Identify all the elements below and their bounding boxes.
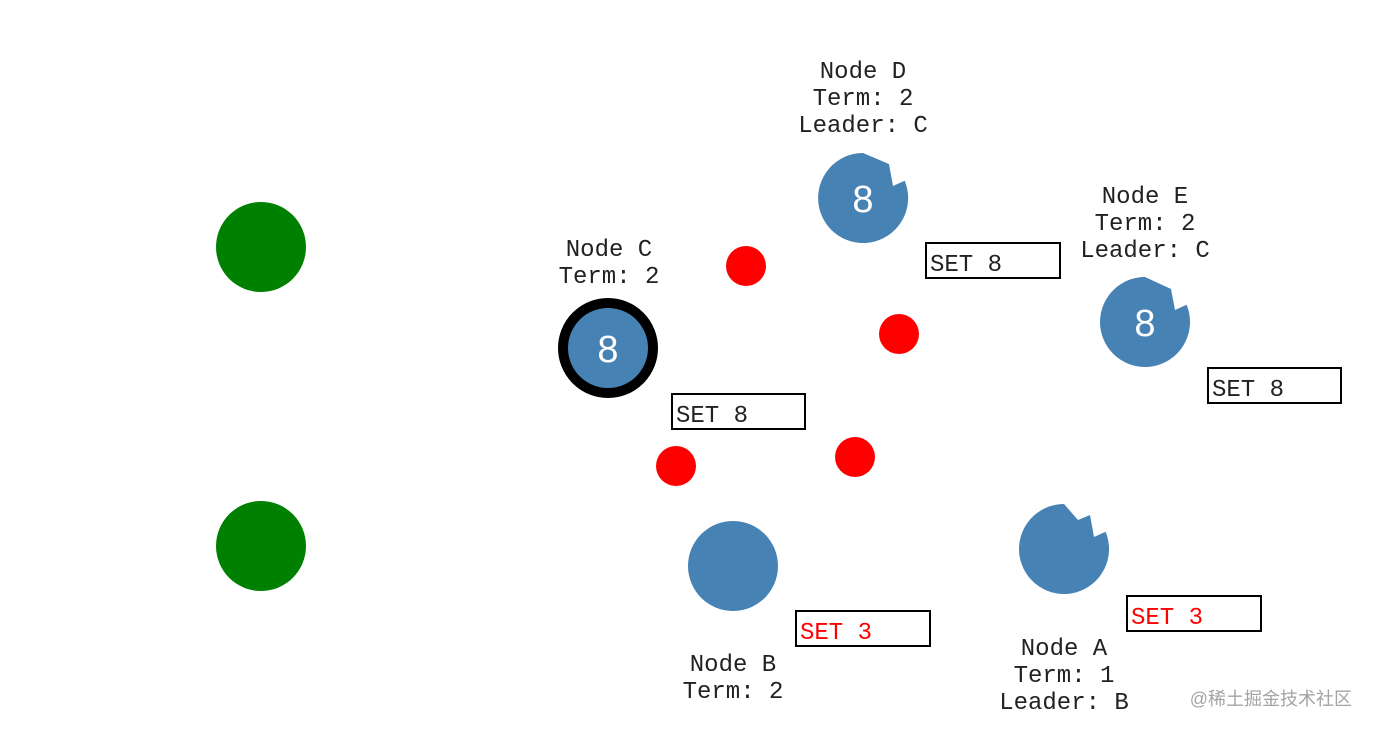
node-b-name: Node B	[690, 652, 776, 679]
watermark: @稀土掘金技术社区	[1190, 689, 1352, 709]
node-b: SET 3 Node B Term: 2	[683, 521, 931, 706]
node-b-circle	[688, 521, 778, 611]
node-c-term: Term: 2	[559, 264, 660, 291]
node-e-value: 8	[1134, 303, 1155, 345]
node-a-circle	[1019, 504, 1110, 594]
node-c-name: Node C	[566, 237, 652, 264]
node-a-log-entry: SET 3	[1131, 605, 1203, 632]
node-b-log-entry: SET 3	[800, 620, 872, 647]
node-e-circle	[1100, 277, 1191, 367]
node-d-name: Node D	[820, 59, 906, 86]
message-dot-4	[835, 437, 875, 477]
node-c: Node C Term: 2 8 SET 8	[558, 237, 806, 430]
message-dot-2	[879, 314, 919, 354]
client-circle-2	[216, 501, 306, 591]
node-a-leader: Leader: B	[999, 690, 1129, 717]
node-a-name: Node A	[1021, 636, 1108, 663]
node-c-leader-ring	[558, 298, 658, 398]
node-e: Node E Term: 2 Leader: C 8 SET 8	[1080, 184, 1342, 404]
node-d-circle	[818, 153, 909, 243]
node-b-term: Term: 2	[683, 679, 784, 706]
node-c-log-box	[671, 393, 806, 430]
message-dot-1	[726, 246, 766, 286]
node-e-leader: Leader: C	[1080, 238, 1210, 265]
node-d-log-box	[925, 242, 1061, 279]
node-d-leader: Leader: C	[798, 113, 928, 140]
client-circle-1	[216, 202, 306, 292]
node-d-term: Term: 2	[813, 86, 914, 113]
node-a-term: Term: 1	[1014, 663, 1115, 690]
message-dot-3	[656, 446, 696, 486]
node-e-name: Node E	[1102, 184, 1188, 211]
node-d-value: 8	[852, 179, 873, 221]
node-c-log-entry: SET 8	[676, 403, 748, 430]
node-e-log-entry: SET 8	[1212, 377, 1284, 404]
node-e-log-box	[1207, 367, 1342, 404]
node-e-term: Term: 2	[1095, 211, 1196, 238]
node-b-log-box	[795, 610, 931, 647]
node-a-log-box	[1126, 595, 1262, 632]
node-c-value: 8	[597, 329, 618, 371]
node-d: Node D Term: 2 Leader: C 8 SET 8	[798, 59, 1061, 279]
node-a: SET 3 Node A Term: 1 Leader: B	[999, 504, 1262, 717]
node-d-log-entry: SET 8	[930, 252, 1002, 279]
